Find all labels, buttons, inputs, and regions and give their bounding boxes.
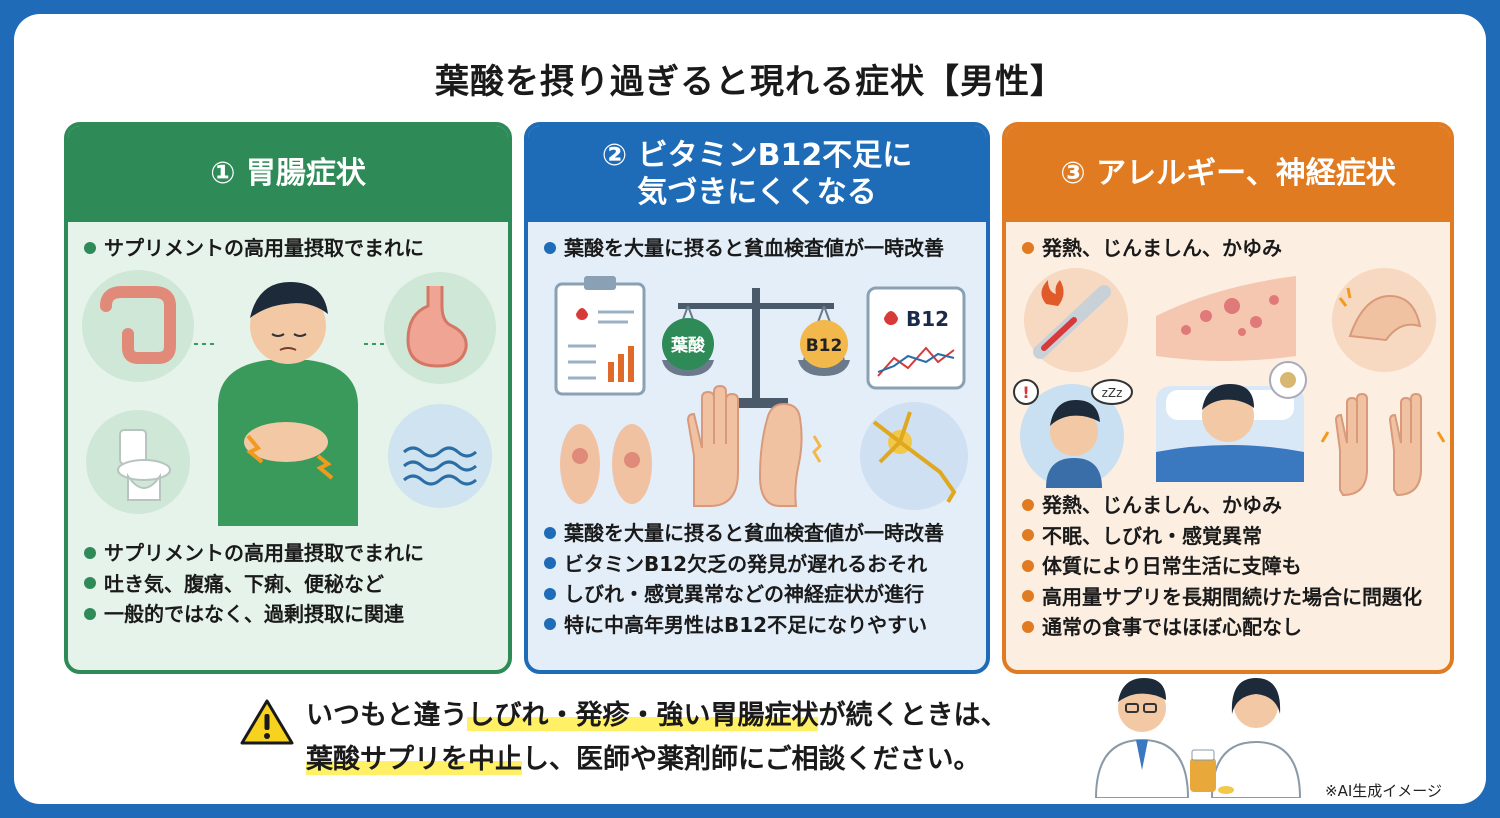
panel-gastro-heading: ① 胃腸症状 (68, 126, 508, 222)
scale-folate-label: 葉酸 (670, 335, 706, 356)
neuron-icon (860, 402, 968, 510)
list-item: 不眠、しびれ・感覚異常 (1022, 521, 1422, 552)
panel-gastro-lead: サプリメントの高用量摂取でまれに (84, 232, 424, 261)
list-item: 特に中高年男性はB12不足になりやすい (544, 610, 944, 641)
panel-allergy-lead: 発熱、じんましん、かゆみ (1022, 232, 1282, 261)
panel-allergy: ③ アレルギー、神経症状 発熱、じんましん、かゆみ (1002, 122, 1454, 674)
warning-line2: 葉酸サプリを中止し、医師や薬剤師にご相談ください。 (306, 744, 981, 775)
main-card: 葉酸を摂り過ぎると現れる症状【男性】 ① 胃腸症状 サプリメントの高用量摂取でま… (14, 14, 1486, 804)
foot-icon (758, 402, 822, 507)
svg-text:!: ! (1022, 383, 1029, 402)
warning-line1: いつもと違うしびれ・発疹・強い胃腸症状が続くときは、 (306, 700, 1008, 731)
list-item: しびれ・感覚異常などの神経症状が進行 (544, 579, 944, 610)
b12-illustration: 葉酸 B12 B12 (554, 276, 968, 510)
panel-allergy-bullets: 発熱、じんましん、かゆみ 不眠、しびれ・感覚異常 体質により日常生活に支障も 高… (1022, 490, 1422, 643)
scale-b12-label: B12 (806, 336, 843, 356)
worried-man-icon: ! zZz (1013, 379, 1133, 488)
panel-gastro: ① 胃腸症状 サプリメントの高用量摂取でまれに (64, 122, 512, 674)
panel-gastro-bullets: サプリメントの高用量摂取でまれに 吐き気、腹痛、下痢、便秘など 一般的ではなく、… (84, 538, 424, 630)
ai-note: ※AI生成イメージ (1325, 782, 1442, 800)
list-item: サプリメントの高用量摂取でまれに (84, 538, 424, 569)
list-item: 吐き気、腹痛、下痢、便秘など (84, 569, 424, 600)
warning-icon (240, 699, 294, 745)
gastro-illustration (82, 270, 496, 526)
list-item: 発熱、じんましん、かゆみ (1022, 490, 1422, 521)
doctor-pharmacist-icon (1094, 678, 1302, 798)
bullet-dot (84, 241, 96, 254)
itchy-hands-icon (1332, 268, 1436, 372)
panel-allergy-heading: ③ アレルギー、神経症状 (1006, 126, 1450, 222)
panel-b12-bullets: 葉酸を大量に摂ると貧血検査値が一時改善 ビタミンB12欠乏の発見が遅れるおそれ … (544, 518, 944, 640)
allergy-illustration: ! zZz (1013, 268, 1446, 496)
hand-icon (686, 384, 739, 507)
list-item: 通常の食事ではほぼ心配なし (1022, 612, 1422, 643)
panel-b12-heading: ② ビタミンB12不足に気づきにくくなる (528, 126, 986, 222)
clipboard-icon (554, 276, 646, 396)
chart-card-b12-label: B12 (906, 307, 949, 331)
warning-message: いつもと違うしびれ・発疹・強い胃腸症状が続くときは、 葉酸サプリを中止し、医師や… (240, 694, 1007, 782)
toilet-icon (86, 410, 190, 514)
stomach-icon (384, 272, 496, 384)
list-item: 体質により日常生活に支障も (1022, 551, 1422, 582)
list-item: 高用量サプリを長期間続けた場合に問題化 (1022, 582, 1422, 613)
bullet-dot (1022, 241, 1034, 254)
panel-b12: ② ビタミンB12不足に気づきにくくなる 葉酸を大量に摂ると貧血検査値が一時改善… (524, 122, 990, 674)
thermometer-icon (1024, 268, 1128, 372)
rash-skin-icon (1156, 276, 1296, 361)
list-item: 一般的ではなく、過剰摂取に関連 (84, 599, 424, 630)
bullet-dot (544, 241, 556, 254)
page-title: 葉酸を摂り過ぎると現れる症状【男性】 (435, 62, 1065, 102)
feet-icon (560, 424, 652, 504)
list-item: ビタミンB12欠乏の発見が遅れるおそれ (544, 549, 944, 580)
panel-b12-lead: 葉酸を大量に摂ると貧血検査値が一時改善 (544, 232, 944, 261)
list-item: 葉酸を大量に摂ると貧血検査値が一時改善 (544, 518, 944, 549)
stomach-pain-man-icon (218, 282, 358, 526)
zzz-label: zZz (1102, 386, 1123, 400)
balance-scale-icon: 葉酸 B12 (662, 288, 850, 408)
wave-icon (388, 404, 492, 508)
sleeping-man-icon (1156, 361, 1307, 482)
tingling-hands-icon (1320, 392, 1446, 496)
chart-card-icon: B12 (866, 286, 966, 390)
intestine-icon (82, 270, 194, 382)
